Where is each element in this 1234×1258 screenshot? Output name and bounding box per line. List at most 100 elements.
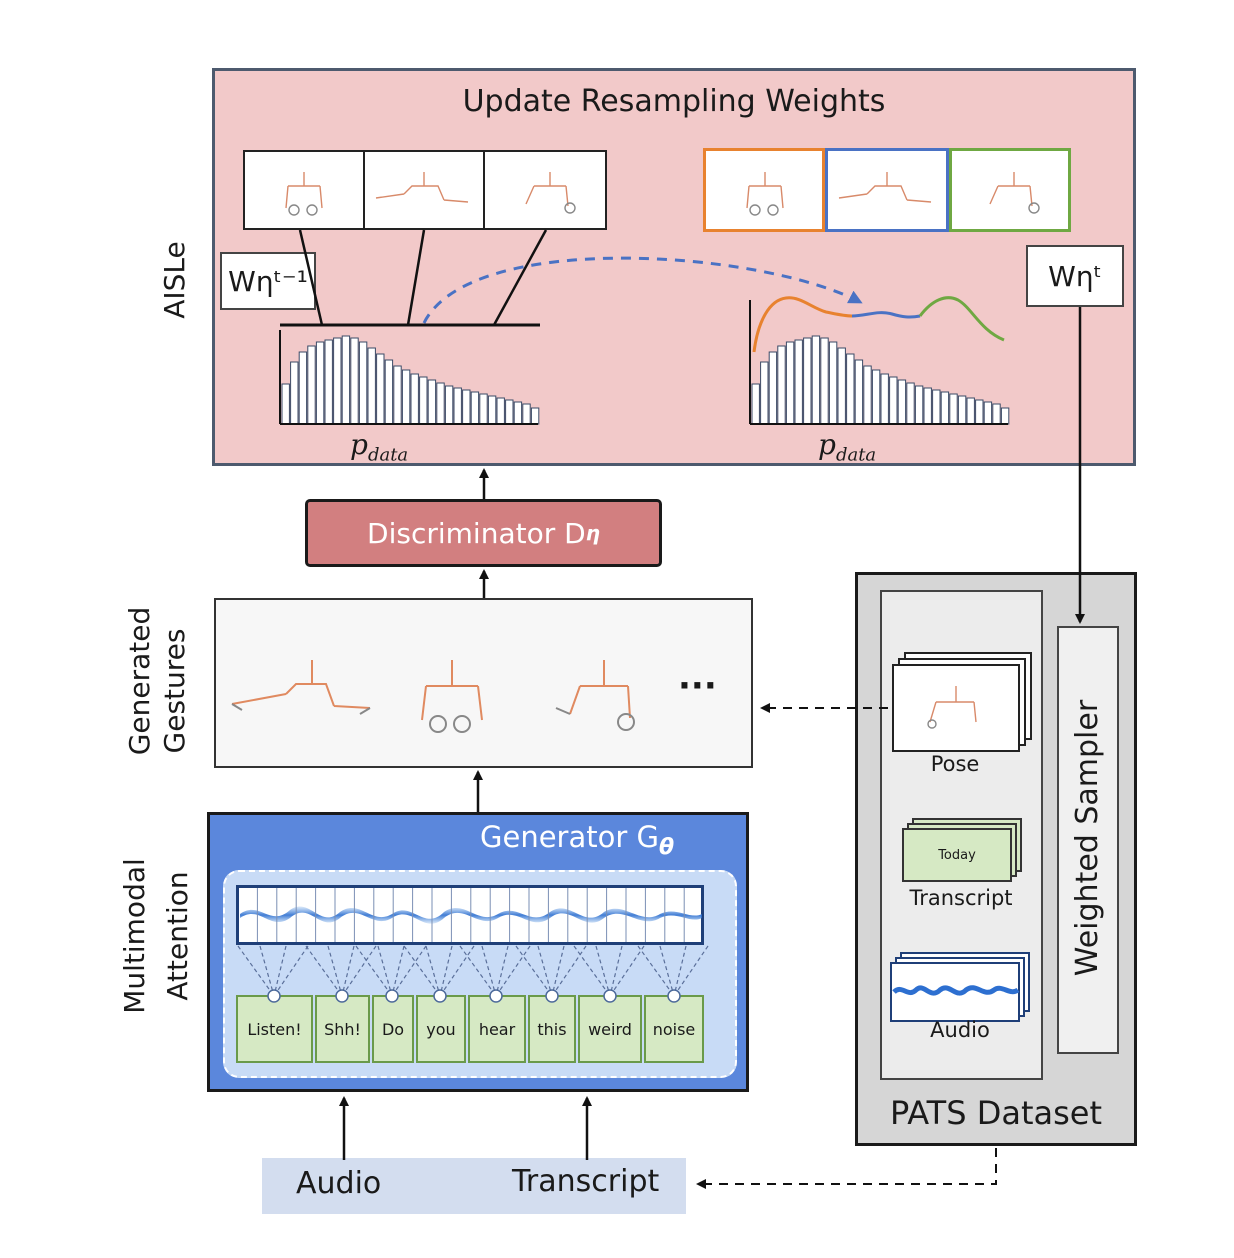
attention-node — [603, 989, 617, 1003]
pose-figure — [375, 172, 469, 203]
histogram-bar — [949, 393, 958, 425]
histogram-bar — [846, 353, 855, 425]
link-line — [492, 229, 548, 326]
histogram-bar — [393, 365, 402, 425]
histogram-left — [281, 335, 540, 425]
histogram-bar — [496, 397, 505, 425]
histogram-bar — [505, 399, 514, 425]
word-text: this — [537, 1019, 567, 1039]
attention-link — [495, 945, 509, 997]
weighted-sampler-box — [1057, 626, 1119, 1054]
dashed-arrow-pats-to-inputs — [696, 1148, 997, 1189]
attention-node — [267, 989, 281, 1003]
attention-link — [355, 945, 393, 997]
pose-figure — [927, 686, 977, 729]
word-text: weird — [588, 1019, 632, 1039]
word-cell: this — [528, 995, 576, 1063]
update-curve-arrow — [422, 256, 863, 324]
histogram-bar — [522, 403, 531, 425]
attention-link — [341, 945, 355, 997]
histogram-bar — [914, 385, 924, 425]
word-text: hear — [478, 1019, 516, 1039]
pose-thumb-blue — [825, 148, 949, 232]
histogram-bar — [427, 379, 437, 425]
histogram-bar — [453, 387, 462, 425]
aisle-title: Update Resampling Weights — [462, 84, 886, 119]
pose-thumb-3 — [483, 150, 607, 230]
pose-stack-front — [892, 664, 1020, 752]
histogram-bar — [820, 337, 829, 425]
word-cell: Do — [372, 995, 414, 1063]
attention-link — [537, 945, 553, 997]
attention-link — [595, 945, 611, 997]
histogram-bar — [863, 365, 872, 425]
weight-curve-blue — [851, 311, 921, 319]
attention-link — [551, 945, 587, 997]
histogram-bar — [333, 337, 342, 425]
histogram-bar — [487, 395, 497, 425]
histogram-bar — [367, 347, 376, 425]
word-text: Shh! — [324, 1019, 361, 1039]
histogram-bar — [513, 401, 523, 425]
attention-node — [385, 989, 399, 1003]
attention-node — [545, 989, 559, 1003]
histogram-bar — [975, 399, 984, 425]
histogram-bar — [410, 373, 419, 425]
pose-figure — [231, 660, 371, 715]
word-text: noise — [652, 1019, 696, 1039]
attention-node — [489, 989, 503, 1003]
attention-link — [391, 945, 405, 997]
generator-title-text: Generator G — [480, 820, 659, 854]
histogram-bar — [341, 335, 351, 425]
word-text: Do — [381, 1019, 405, 1039]
attention-link — [573, 945, 611, 997]
histogram-right — [751, 335, 1010, 425]
attention-link — [425, 945, 441, 997]
histogram-bar — [1000, 407, 1010, 425]
weight-curr-text: Wηᵗ — [1048, 259, 1102, 293]
attention-node — [667, 989, 681, 1003]
attention-node — [433, 989, 447, 1003]
weight-curve-green — [918, 296, 1005, 342]
pose-figure — [555, 660, 635, 731]
word-cell: weird — [578, 995, 642, 1063]
histogram-bar — [803, 337, 812, 425]
histogram-bar — [358, 341, 368, 425]
histogram-bar — [419, 376, 428, 425]
histogram-bar — [444, 385, 454, 425]
histogram-bar — [462, 389, 471, 425]
attention-link — [403, 945, 441, 997]
histogram-bar — [828, 341, 838, 425]
histogram-bar — [298, 351, 308, 425]
pats-pose-label: Pose — [930, 752, 980, 776]
histogram-bar — [923, 387, 932, 425]
pdata-right-label: pdata — [818, 428, 876, 466]
attention-link — [439, 945, 453, 997]
histogram-bar — [376, 353, 385, 425]
generator-title: Generator Gθ — [480, 820, 674, 860]
attention-link — [237, 945, 275, 997]
histogram-bar — [966, 397, 975, 425]
inputs-bar — [262, 1158, 686, 1214]
input-transcript-label: Transcript — [512, 1164, 660, 1199]
histogram-bar — [324, 339, 333, 425]
attention-link — [481, 945, 497, 997]
pose-figure — [421, 660, 483, 733]
histogram-bar — [401, 369, 411, 425]
word-text: Listen! — [247, 1019, 302, 1039]
attention-link — [495, 945, 531, 997]
word-cell: Shh! — [315, 995, 370, 1063]
histogram-bar — [384, 359, 394, 425]
histogram-bar — [470, 391, 480, 425]
transcript-stack-front: Today — [902, 828, 1012, 882]
attention-link — [305, 945, 343, 997]
attention-link — [327, 945, 343, 997]
attention-link — [673, 945, 709, 997]
pats-title: PATS Dataset — [890, 1094, 1102, 1132]
pose-thumb-2 — [363, 150, 485, 230]
histogram-bar — [307, 345, 316, 425]
pose-figure — [989, 172, 1040, 214]
pdata-left-p: p — [350, 428, 368, 461]
attention-link — [341, 945, 377, 997]
